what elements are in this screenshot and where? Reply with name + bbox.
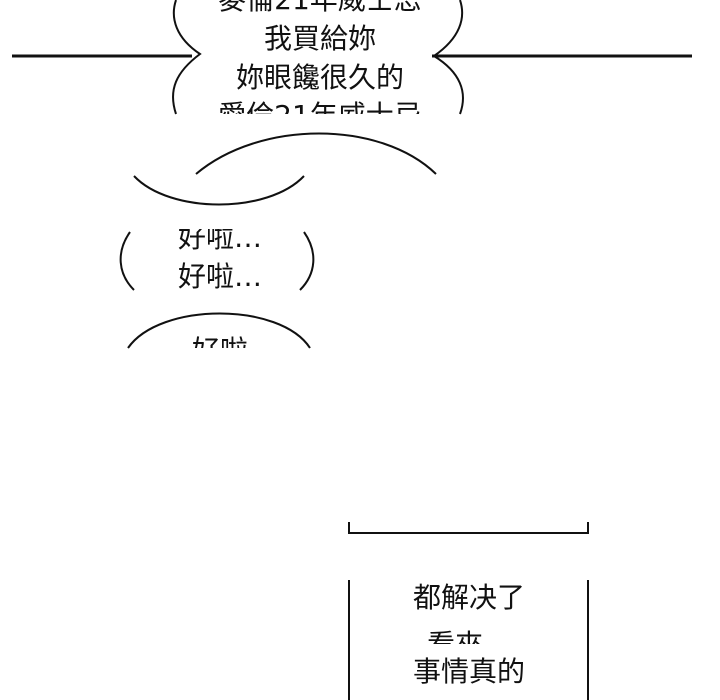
speech-line-2: 我買給妳 (263, 22, 376, 55)
speech-bubble-middle-left-arc (119, 231, 135, 291)
speech-line-3: 妳眼饞很久的 (235, 61, 404, 94)
speech-bubble-lower-top-arc (127, 312, 311, 349)
caption-box-top-fragment (348, 522, 589, 534)
speech-line-a2: 好啦… (177, 260, 262, 293)
speech-bubble-text-clip: 麥倫21年威士忌 我買給妳 妳眼饞很久的 愛倫21年威士忌 (180, 0, 460, 114)
speech-line-4: 愛倫21年威士忌 (180, 99, 460, 114)
speech-line-a1: 好啦… (177, 229, 262, 254)
caption-line-2: 看來… (350, 630, 588, 644)
speech-bubble-middle-text-clip: 好啦… 好啦… (140, 229, 300, 299)
speech-bubble-upper-fragment (195, 132, 437, 175)
caption-line-2-clip: 看來… (350, 630, 588, 644)
speech-line-b1: 好啦 (150, 334, 290, 348)
caption-line-1: 都解决了 (412, 581, 525, 614)
speech-bubble-top-outline (172, 0, 464, 115)
speech-bubble-upper-fragment-bottom (133, 175, 305, 206)
speech-bubble-lower-text-clip: 好啦 (150, 330, 290, 348)
speech-line-1: 麥倫21年威士忌 (180, 0, 460, 17)
caption-line-3: 事情真的 (412, 655, 525, 688)
speech-bubble-middle-right-arc (299, 231, 315, 291)
